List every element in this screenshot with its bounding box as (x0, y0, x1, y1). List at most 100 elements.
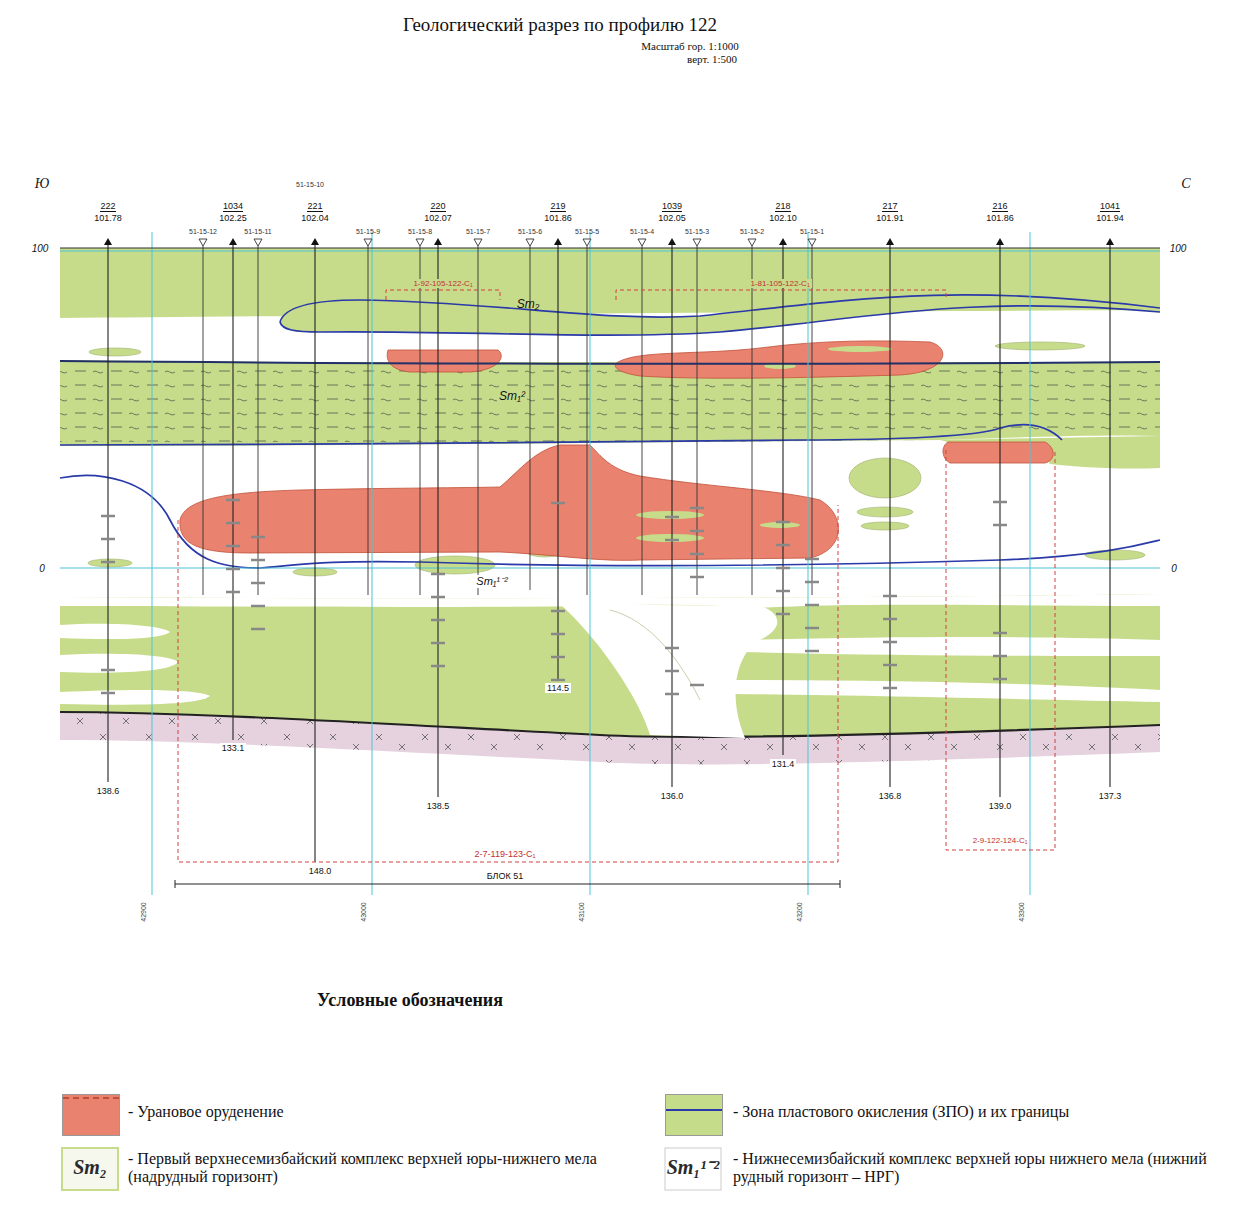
well-elevation: 102.25 (219, 213, 247, 223)
well-id: 51-15-9 (356, 228, 380, 236)
core-mark (805, 581, 819, 584)
core-mark (226, 545, 240, 548)
grid-coordinate: 43300 (1018, 900, 1026, 923)
direction-label: Ю (35, 176, 49, 192)
core-mark (551, 610, 565, 613)
core-mark (665, 693, 679, 696)
well-depth: 131.4 (770, 759, 797, 769)
well-number: 216 (992, 201, 1007, 212)
elevation-mark: 0 (1171, 563, 1177, 575)
core-mark (251, 582, 265, 585)
block-label: 1-92-105-122-C₁ (411, 279, 474, 288)
well-id: 51-15-1 (800, 228, 824, 236)
core-mark (690, 553, 704, 556)
well-id: 51-15-7 (466, 228, 490, 236)
well-number: 222 (100, 201, 115, 212)
core-mark (690, 507, 704, 510)
legend-sample-label: Sm₁¹⁻² (667, 1156, 720, 1179)
well-number: 218 (775, 201, 790, 212)
core-mark (251, 605, 265, 608)
core-mark (251, 536, 265, 539)
well-elevation: 101.86 (544, 213, 572, 223)
core-mark (993, 678, 1007, 681)
grid-coordinate: 43100 (578, 900, 586, 923)
scale-note: верт. 1:500 (687, 53, 737, 66)
core-mark (690, 576, 704, 579)
core-mark (431, 665, 445, 668)
well-id: 51-15-8 (408, 228, 432, 236)
legend-text: - Первый верхнесемизбайский комплекс вер… (128, 1150, 598, 1187)
well-id: 51-15-11 (244, 228, 272, 236)
well-elevation: 101.86 (986, 213, 1014, 223)
well-number: 221 (307, 201, 322, 212)
well-depth: 114.5 (545, 683, 571, 693)
well-depth: 138.6 (95, 786, 122, 796)
core-mark (101, 561, 115, 564)
well-elevation: 101.78 (94, 213, 122, 223)
well-elevation: 102.04 (301, 213, 329, 223)
core-mark (226, 499, 240, 502)
core-mark (101, 692, 115, 695)
horizon-label: Sm₁¹⁻² (474, 575, 509, 588)
core-mark (776, 521, 790, 524)
core-mark (883, 664, 897, 667)
core-mark (993, 524, 1007, 527)
legend-text: - Нижнесемизбайский комплекс верхней юры… (733, 1150, 1223, 1187)
direction-label: С (1181, 176, 1190, 192)
core-mark (805, 558, 819, 561)
core-mark (665, 516, 679, 519)
core-mark (665, 647, 679, 650)
well-elevation: 102.07 (424, 213, 452, 223)
core-mark (805, 604, 819, 607)
core-mark (551, 656, 565, 659)
legend-swatch (62, 1094, 120, 1136)
core-mark (993, 632, 1007, 635)
scale-note: Масштаб гор. 1:1000 (641, 40, 738, 53)
well-id: 51-15-2 (740, 228, 764, 236)
legend-sample-label: Sm₂ (73, 1156, 107, 1179)
core-mark (101, 669, 115, 672)
core-mark (883, 687, 897, 690)
core-mark (101, 515, 115, 518)
core-mark (431, 642, 445, 645)
core-mark (431, 619, 445, 622)
legend-text: - Урановое оруденение (128, 1103, 598, 1121)
well-id: 51-15-3 (685, 228, 709, 236)
core-mark (251, 628, 265, 631)
well-depth: 138.5 (425, 801, 452, 811)
legend-swatch (665, 1094, 723, 1136)
well-id: 51-15-10 (296, 181, 324, 189)
core-mark (776, 544, 790, 547)
block-label: 2-9-122-124-C₁ (971, 836, 1030, 845)
elevation-mark: 100 (32, 243, 49, 255)
core-mark (776, 567, 790, 570)
core-mark (665, 539, 679, 542)
legend-line-sample (666, 1109, 722, 1111)
core-mark (776, 613, 790, 616)
legend-line-sample (63, 1097, 119, 1099)
well-elevation: 101.94 (1096, 213, 1124, 223)
legend-text: - Зона пластового окисления (ЗПО) и их г… (733, 1103, 1223, 1121)
well-id: 51-15-5 (575, 228, 599, 236)
block-label: 1-81-105-122-C₁ (748, 279, 811, 288)
core-mark (226, 591, 240, 594)
core-mark (551, 633, 565, 636)
well-elevation: 102.10 (769, 213, 797, 223)
core-mark (431, 573, 445, 576)
horizon-label: Sm₂ (517, 298, 540, 312)
grid-coordinate: 42900 (140, 900, 148, 923)
core-mark (551, 502, 565, 505)
core-mark (690, 530, 704, 533)
well-number: 217 (882, 201, 897, 212)
core-mark (993, 501, 1007, 504)
well-depth: 136.8 (877, 791, 904, 801)
elevation-mark: 0 (39, 563, 45, 575)
core-mark (805, 650, 819, 653)
grid-coordinate: 43200 (796, 900, 804, 923)
core-mark (776, 590, 790, 593)
horizon-label: Sm₁² (497, 390, 527, 404)
core-mark (226, 522, 240, 525)
section-title: Геологический разрез по профилю 122 (403, 14, 717, 36)
